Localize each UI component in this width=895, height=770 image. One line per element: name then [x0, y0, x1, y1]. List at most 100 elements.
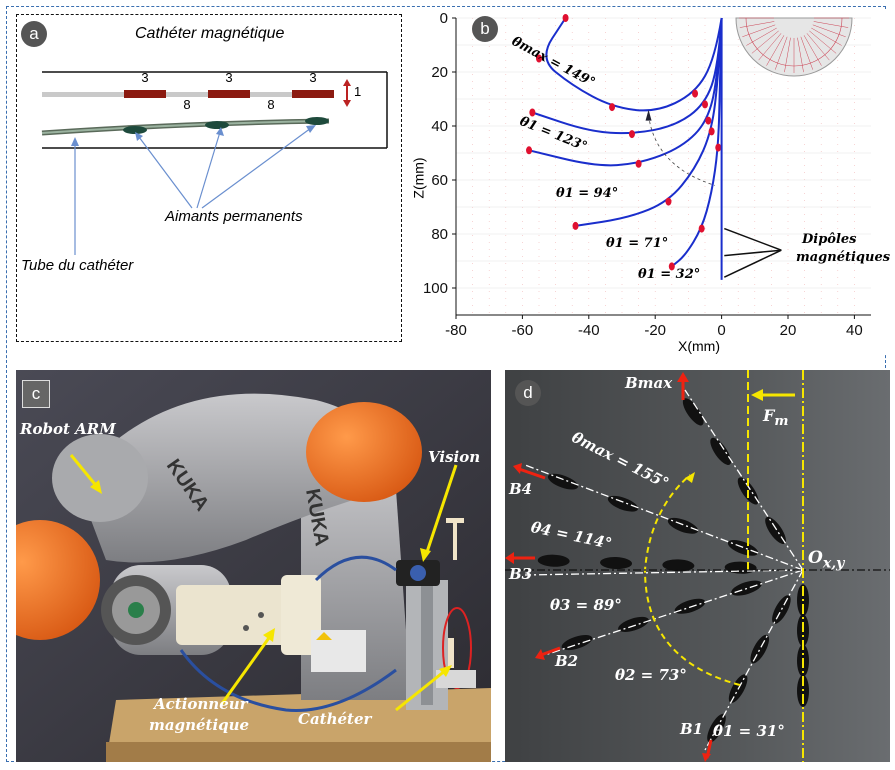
protractor-icon [735, 17, 853, 77]
catheter-shadow-2 [537, 554, 570, 567]
panel-a: a Cathéter magnétique 3 3 3 8 [16, 14, 402, 342]
actuator-label-2: magnétique [149, 716, 250, 734]
catheter-schematic [41, 71, 388, 255]
tube-label: Tube du cathéter [21, 257, 134, 274]
x-tick-label: -20 [644, 322, 666, 339]
x-tick-label: 0 [717, 322, 725, 339]
catheter-shadow-1 [607, 495, 639, 512]
protractor-tick [800, 36, 814, 70]
protractor-tick [758, 33, 782, 61]
dipoles-label-1: Dipôles [802, 232, 857, 247]
y-tick-label: 40 [431, 118, 448, 135]
fm-label: Fm [763, 406, 789, 430]
catheter-photo-label: Cathéter [298, 710, 372, 728]
x-axis-label: X(mm) [678, 338, 720, 354]
protractor-tick [797, 37, 804, 73]
catheter-shadow-1 [667, 517, 699, 534]
y-tick-label: 80 [431, 226, 448, 243]
dipole-point [529, 108, 536, 117]
magnet-length-3: 3 [309, 70, 317, 85]
panel-c-badge: c [22, 380, 50, 408]
panel-b-badge: b [472, 16, 498, 42]
magnet-length-2: 3 [225, 70, 233, 85]
angle-label-94: θ1 = 94° [556, 186, 619, 201]
catheter-shadow-2 [600, 556, 633, 570]
panel-c: KUKA KUKA c Robot ARM Vision Actionneur … [16, 370, 491, 762]
y-tick-label: 0 [440, 10, 448, 27]
x-tick-label: -60 [512, 322, 534, 339]
b2-label: B2 [555, 652, 579, 670]
catheter-shadow-1 [727, 540, 759, 556]
theta2-label: θ2 = 73° [615, 666, 687, 684]
vision-label: Vision [428, 448, 481, 466]
catheter-shadow-2 [662, 559, 695, 572]
panel-d: d Bmax B4 B3 B2 B1 Fm Ox,y θmax = 155° θ… [505, 370, 890, 762]
x-tick-label: -40 [578, 322, 600, 339]
dipole-point [562, 14, 569, 22]
b-max-label: Bmax [625, 374, 673, 392]
dipole-point [692, 89, 699, 98]
series-line-0 [545, 17, 723, 112]
dipole-point [698, 224, 705, 233]
protractor-tick [739, 21, 775, 28]
catheter-title: Cathéter magnétique [135, 25, 285, 42]
x-tick-label: 40 [846, 322, 863, 339]
series-line-4 [671, 17, 723, 268]
protractor-tick [803, 35, 822, 66]
dipole-point [702, 100, 708, 109]
protractor-tick [813, 21, 849, 28]
dipole-point [705, 116, 712, 125]
height-label: 1 [354, 84, 362, 99]
guide-arrow [645, 109, 652, 121]
dipole-point [609, 103, 616, 112]
catheter-shadow-0 [765, 516, 786, 545]
dipole-point [635, 159, 642, 168]
origin-label: Ox,y [808, 548, 845, 572]
dipole-point [628, 130, 635, 139]
protractor-tick [811, 27, 842, 46]
series-line-3 [575, 17, 723, 227]
protractor-tick [746, 27, 777, 46]
y-tick-label: 60 [431, 172, 448, 189]
catheter-shadow-0 [682, 398, 704, 426]
y-tick-label: 100 [423, 280, 448, 297]
angle-label-71: θ1 = 71° [606, 236, 669, 251]
b1-label: B1 [680, 720, 704, 738]
magnet-length-1: 3 [141, 70, 149, 85]
protractor-tick [742, 24, 776, 38]
protractor-tick [812, 24, 846, 38]
dipole-point [708, 127, 715, 136]
protractor-tick [806, 33, 830, 61]
catheter-shadow-1 [547, 473, 579, 490]
x-tick-label: 20 [780, 322, 797, 339]
guide-arc [648, 115, 716, 186]
spacing-2: 8 [267, 97, 275, 112]
deflection-photo [505, 370, 890, 762]
catheter-shadow-3 [618, 616, 649, 632]
theta3-label: θ3 = 89° [550, 596, 622, 614]
dipole-point [572, 221, 579, 230]
series-line-1 [532, 17, 723, 135]
dipoles-label-2: magnétiques [796, 250, 891, 265]
dipole-arrow-1 [724, 249, 782, 257]
theta1-label: θ1 = 31° [713, 722, 785, 740]
catheter-shadow-0 [710, 437, 732, 465]
dipole-point [668, 262, 675, 271]
b4-label: B4 [509, 480, 533, 498]
catheter-shadow-3 [674, 598, 706, 614]
dipole-arrow-0 [724, 227, 782, 251]
robot-photo: KUKA KUKA [16, 370, 491, 762]
protractor-tick [774, 36, 788, 70]
magnets-label: Aimants permanents [165, 208, 303, 225]
protractor-tick [784, 37, 791, 73]
protractor-tick [809, 30, 837, 54]
dipole-arrow-2 [723, 249, 782, 278]
panel-d-badge: d [515, 380, 541, 406]
y-tick-label: 20 [431, 64, 448, 81]
dipole-point [536, 54, 542, 63]
angle-label-32: θ1 = 32° [638, 267, 701, 282]
dipole-point [526, 146, 533, 155]
protractor-tick [751, 30, 779, 54]
